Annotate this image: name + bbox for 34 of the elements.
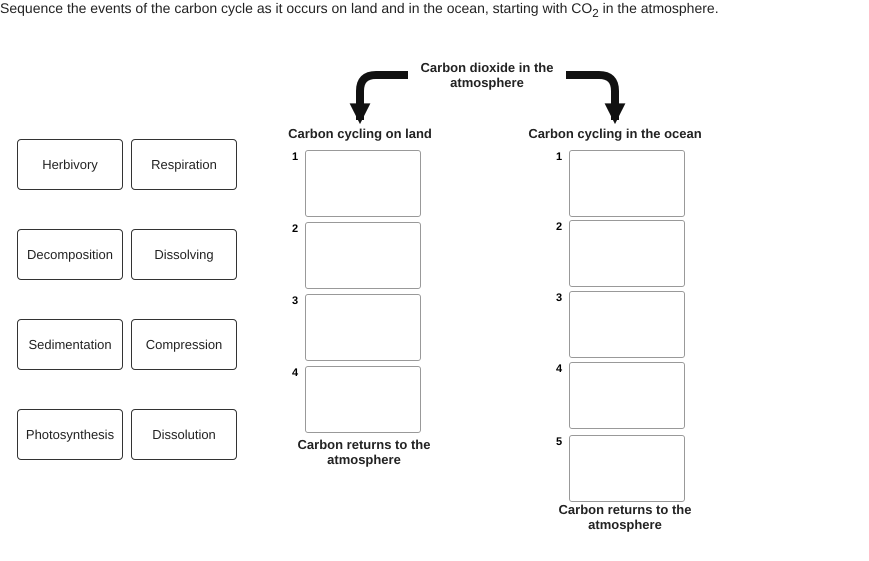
answer-tile: Respiration [131, 139, 237, 190]
drop-zone [569, 362, 685, 429]
step-number: 5 [556, 436, 562, 448]
step-number: 3 [292, 295, 298, 307]
answer-tile: Decomposition [17, 229, 123, 280]
answer-tile: Herbivory [17, 139, 123, 190]
source-heading: Carbon dioxide in the atmosphere [412, 60, 562, 90]
step-number: 1 [292, 151, 298, 163]
column-heading: Carbon cycling on land [280, 126, 440, 141]
step-number: 2 [556, 221, 562, 233]
step-number: 4 [556, 363, 562, 375]
drop-zone [569, 291, 685, 358]
drop-zone [569, 220, 685, 287]
step-number: 4 [292, 367, 298, 379]
answer-tile: Compression [131, 319, 237, 370]
drop-zone [305, 150, 421, 217]
curved-arrow [350, 71, 408, 124]
drop-zone [305, 366, 421, 433]
drop-zone [569, 435, 685, 502]
drop-zone [305, 222, 421, 289]
question-text: Sequence the events of the carbon cycle as it occurs on land and in the ocean, starting with CO$_{2}$ in the atmosphere. [0, 0, 720, 20]
step-number: 1 [556, 151, 562, 163]
step-number: 2 [292, 223, 298, 235]
answer-tile: Dissolving [131, 229, 237, 280]
drop-zone [569, 150, 685, 217]
curved-arrow [566, 71, 626, 124]
answer-tile: Sedimentation [17, 319, 123, 370]
return-note: Carbon returns to the atmosphere [296, 437, 432, 467]
drop-zone [305, 294, 421, 361]
column-heading: Carbon cycling in the ocean [520, 126, 710, 141]
answer-tile: Dissolution [131, 409, 237, 460]
return-note: Carbon returns to the atmosphere [558, 502, 692, 532]
answer-tile: Photosynthesis [17, 409, 123, 460]
step-number: 3 [556, 292, 562, 304]
